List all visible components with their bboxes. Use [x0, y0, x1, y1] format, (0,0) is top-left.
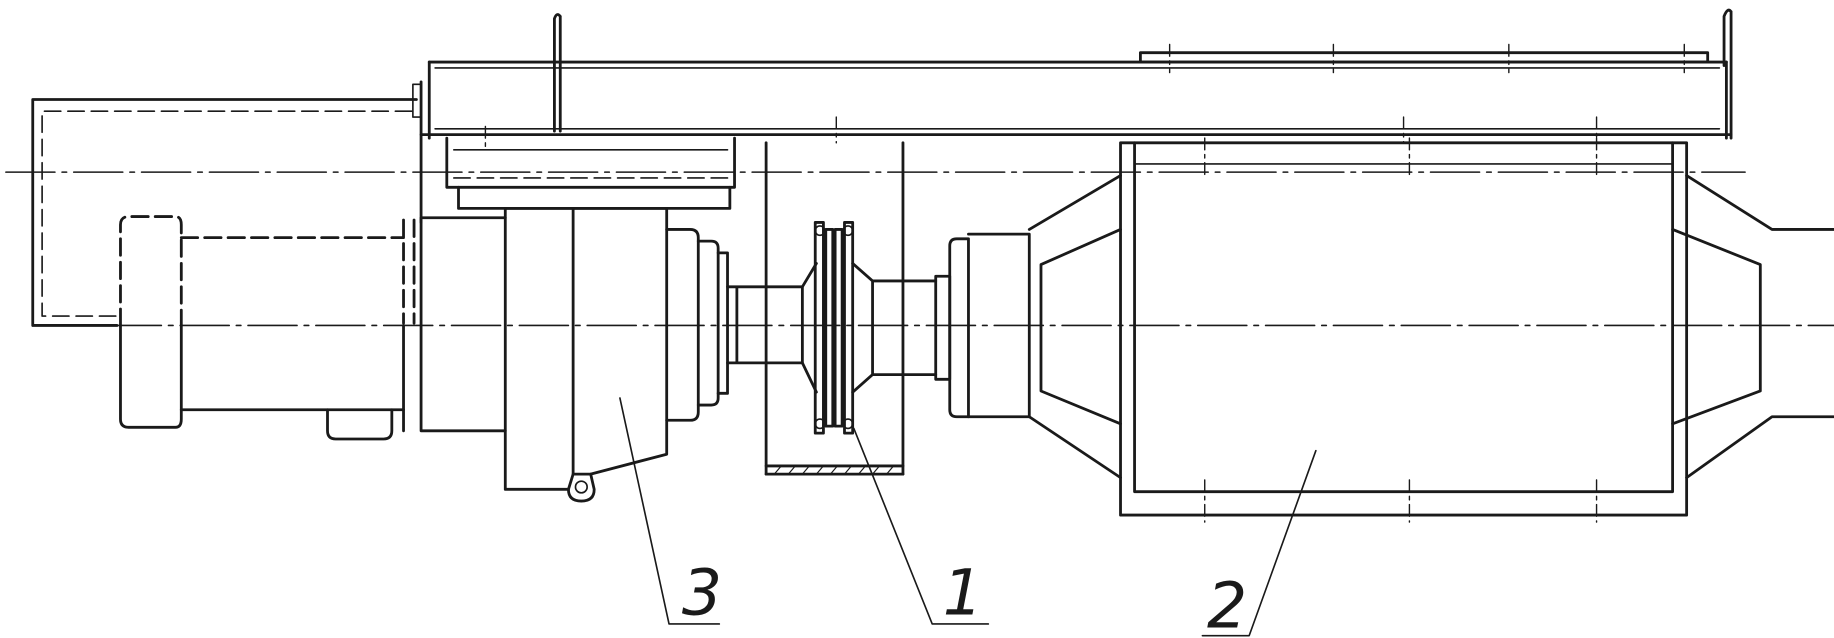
drum-hub	[934, 232, 1031, 419]
callout-1: 1	[853, 427, 990, 630]
drum-right-cone-outer	[1685, 174, 1834, 480]
drum-inner-shell	[1133, 141, 1674, 494]
drum-left-cone-outer	[1027, 174, 1122, 480]
input-shaft	[726, 285, 804, 365]
reducer-body	[503, 206, 669, 491]
coupling-bolt-bottom-left	[814, 418, 826, 430]
leader-line-1	[853, 427, 990, 625]
reducer-lifting-lug	[567, 472, 596, 503]
part-label-2: 2	[1207, 568, 1247, 638]
reducer-lug-hole	[574, 480, 588, 494]
coupling-disc-4	[843, 221, 855, 435]
drum-hub-body	[967, 232, 1031, 419]
drum-right-cone-inner	[1671, 228, 1762, 426]
left-post	[553, 13, 562, 133]
part-label-1: 1	[943, 556, 983, 630]
leader-line-2	[1201, 449, 1317, 637]
motor-flange-hidden	[402, 218, 416, 325]
coupling-disc-2	[824, 228, 835, 428]
slab-outline	[445, 136, 736, 189]
callout-2: 2	[1201, 449, 1317, 638]
left-housing	[31, 98, 418, 327]
coupling-bolt-bottom-right	[842, 418, 854, 430]
right-post	[1722, 8, 1733, 140]
top-frame	[412, 8, 1733, 224]
frame-left-bracket	[412, 83, 422, 118]
drum	[1027, 141, 1834, 517]
gear-reducer	[419, 206, 729, 503]
coupling-right-hub	[851, 261, 938, 394]
coupling-disc-3	[833, 228, 844, 428]
coupling-bolt-top-left	[814, 225, 826, 237]
reducer-output-flange-3	[716, 251, 729, 395]
motor-foot	[326, 408, 394, 441]
leader-line-3	[619, 397, 721, 625]
drum-hub-flange	[934, 274, 952, 381]
drum-outer-shell	[1119, 141, 1689, 517]
coupling-bolt-top-right	[842, 225, 854, 237]
slab-lower-block	[457, 185, 732, 210]
coupling	[726, 141, 938, 476]
left-housing-outline	[31, 98, 418, 327]
support-slab	[445, 136, 736, 210]
reducer-output-flange-1	[665, 228, 700, 422]
drum-hub-collar	[948, 237, 970, 419]
reducer-output-flange-2	[696, 239, 720, 407]
motor	[119, 215, 416, 441]
top-plate	[1138, 51, 1710, 64]
center-lines	[5, 43, 1834, 523]
reducer-adapter-block	[419, 216, 507, 433]
callout-3: 3	[619, 397, 722, 630]
motor-end-cap-hidden	[119, 215, 183, 327]
coupling-guard-base-hatch	[773, 465, 895, 475]
coupling-disc-1	[813, 221, 825, 435]
motor-end-cap	[119, 324, 183, 429]
left-housing-hidden-outline	[41, 110, 413, 317]
drum-left-cone-inner	[1039, 228, 1122, 426]
part-label-3: 3	[682, 556, 722, 630]
